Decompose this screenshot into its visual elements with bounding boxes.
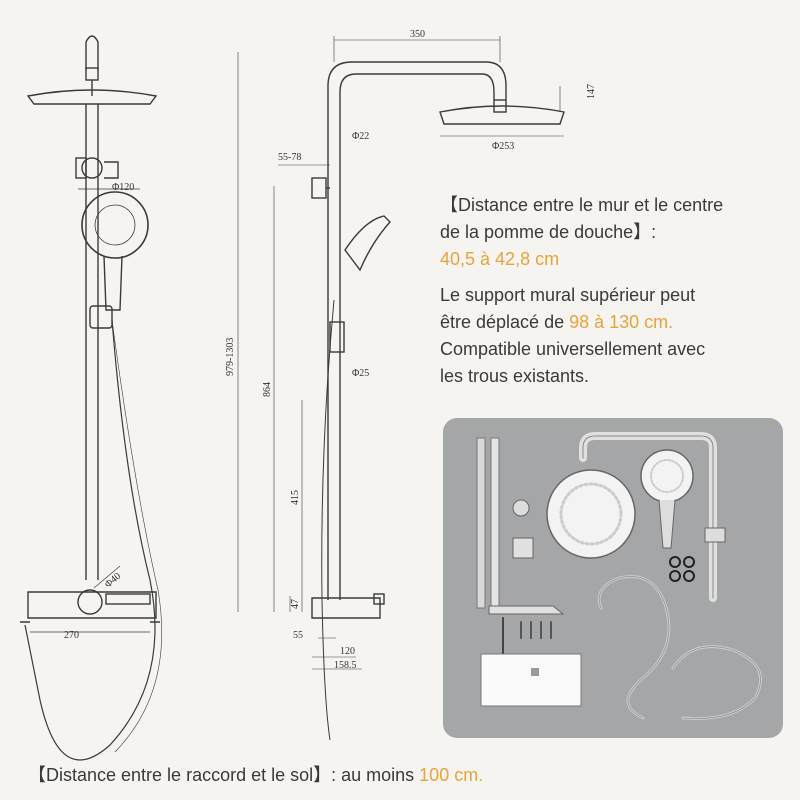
info-line-1: 【Distance entre le mur et le centre xyxy=(440,195,724,215)
dim-shelf-width: 270 xyxy=(64,630,79,641)
dim-handshower-diameter: Φ120 xyxy=(112,182,134,193)
side-view xyxy=(237,36,565,741)
bottom-note-prefix: 【Distance entre le raccord et le sol】: a… xyxy=(28,765,420,785)
dim-bracket-height: 864 xyxy=(262,382,273,397)
front-view xyxy=(20,35,163,761)
dim-total-height: 979-1303 xyxy=(225,338,236,376)
dim-inlet-spacing: 120 xyxy=(340,646,355,657)
info-line-5: être déplacé de 98 à 130 cm. xyxy=(440,309,790,336)
info-line-2: de la pomme de douche】: xyxy=(440,222,657,242)
info-line-4: Le support mural supérieur peut xyxy=(440,285,696,305)
info-line-6: Compatible universellement avec xyxy=(440,339,706,359)
dim-head-height: 147 xyxy=(586,84,597,99)
dim-shelf-height: 47 xyxy=(290,599,301,609)
dim-valve-diameter: Φ40 xyxy=(103,571,123,591)
dim-rail-diameter-top: Φ22 xyxy=(352,131,369,142)
dim-head-diameter: Φ253 xyxy=(492,141,514,152)
info-line-5-prefix: être déplacé de xyxy=(440,312,570,332)
bottom-note-value: 100 cm. xyxy=(419,765,484,785)
parts-illustration xyxy=(476,432,763,721)
dim-inlet-offset: 55 xyxy=(293,630,303,641)
dim-rail-diameter-bottom: Φ25 xyxy=(352,368,369,379)
info-line-7: les trous existants. xyxy=(440,366,590,386)
info-range-value: 98 à 130 cm. xyxy=(569,312,674,332)
info-distance-value: 40,5 à 42,8 cm xyxy=(440,249,560,269)
dim-holder-height: 415 xyxy=(290,490,301,505)
info-block: 【Distance entre le mur et le centre de l… xyxy=(440,192,790,390)
dim-bracket-offset: 55-78 xyxy=(278,152,301,163)
dim-depth: 158.5 xyxy=(334,660,357,671)
bottom-note: 【Distance entre le raccord et le sol】: a… xyxy=(28,761,483,787)
dim-arm-reach: 350 xyxy=(410,29,425,40)
parts-photo xyxy=(443,418,783,738)
